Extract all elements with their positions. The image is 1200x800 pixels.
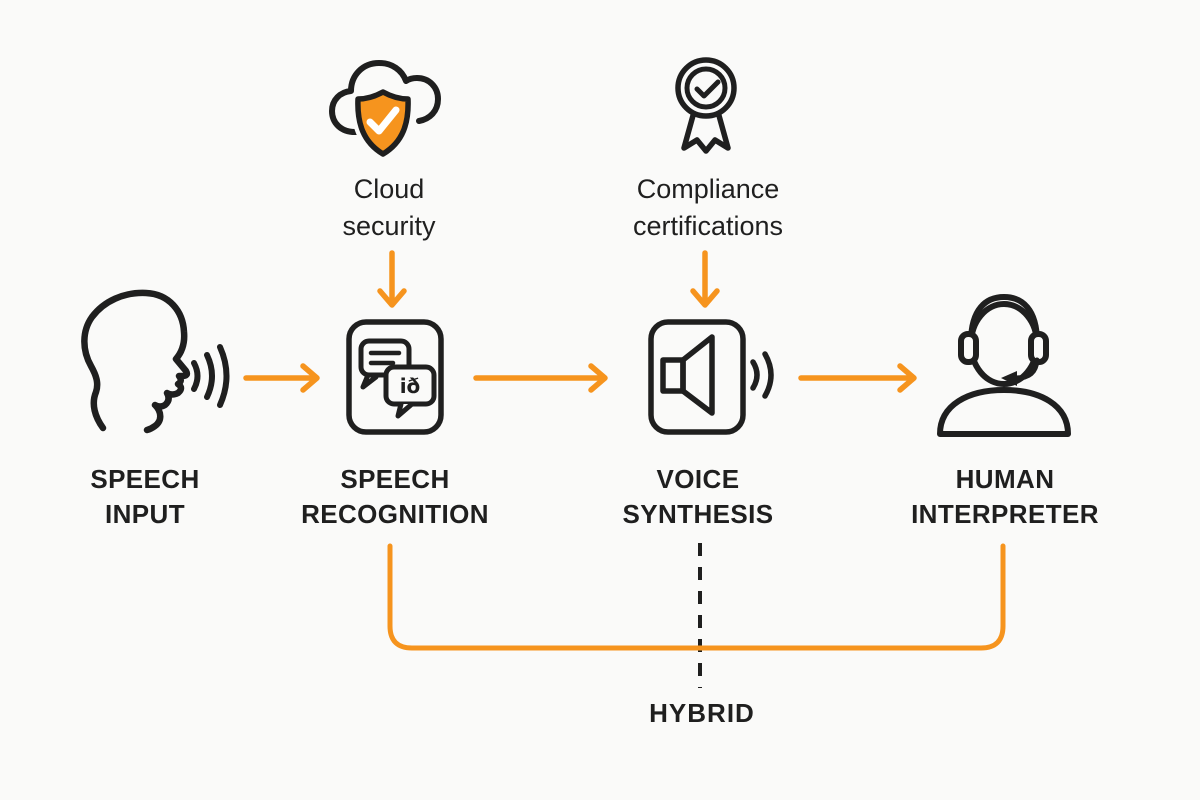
cloud-security-label: Cloud security — [342, 174, 436, 241]
voice-synthesis-icon — [648, 319, 774, 435]
human-interpreter-icon — [937, 294, 1071, 437]
arrow-synthesis-to-interpreter — [798, 363, 917, 393]
voice-synthesis-label: VOICE SYNTHESIS — [622, 464, 774, 529]
arrow-recognition-to-synthesis — [473, 363, 608, 393]
hybrid-label: HYBRID — [649, 698, 755, 728]
sound-waves-icon — [191, 344, 230, 408]
human-interpreter-label: HUMAN INTERPRETER — [911, 464, 1099, 529]
cloud-security-down-arrow — [377, 250, 407, 308]
mic-icon — [1001, 371, 1017, 386]
speech-input-label: SPEECH INPUT — [90, 464, 200, 529]
speaker-waves-icon — [750, 351, 774, 399]
arrow-input-to-recognition — [243, 363, 320, 393]
shield-check-icon — [366, 106, 400, 135]
compliance-down-arrow — [690, 250, 720, 308]
compliance-certifications-label: Compliance certifications — [632, 174, 784, 241]
cloud-security-icon — [329, 60, 441, 161]
headset-band-icon — [968, 294, 1040, 345]
badge-check-icon — [694, 79, 721, 99]
speech-recognition-icon: ið — [346, 319, 444, 435]
compliance-badge-icon — [675, 57, 737, 154]
speech-recognition-label: SPEECH RECOGNITION — [301, 464, 489, 529]
foreign-language-glyphs: ið — [400, 374, 421, 398]
shoulders — [937, 387, 1071, 437]
mic-boom-icon — [1013, 357, 1040, 381]
speech-input-icon — [81, 289, 230, 434]
